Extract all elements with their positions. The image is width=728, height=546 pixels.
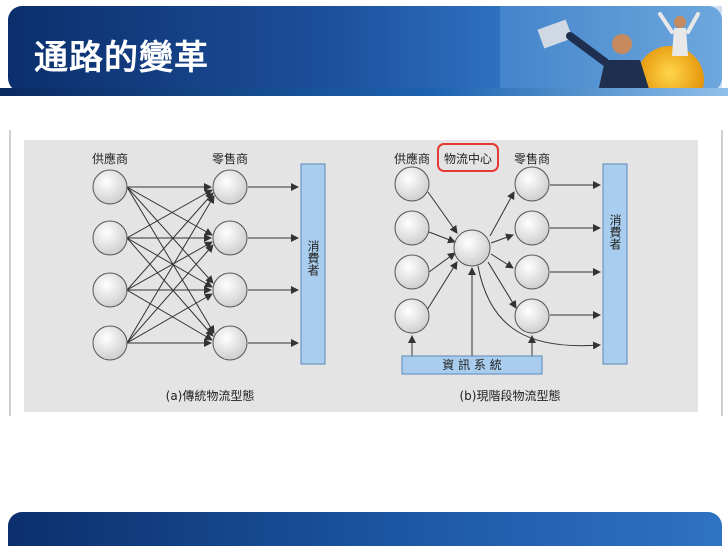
a-supplier-label: 供應商 (92, 151, 128, 166)
b-center-node (453, 229, 491, 267)
b-info-system-bar (401, 355, 543, 375)
a-links (126, 183, 215, 347)
b-retailer-node (514, 254, 550, 290)
b-supplier-node (394, 166, 430, 202)
person-body (598, 60, 650, 92)
a-supplier-node (92, 325, 128, 361)
b-info-links (408, 267, 536, 356)
footer-bar (8, 512, 722, 546)
b-supplier-node (394, 210, 430, 246)
businessman-photo (500, 6, 722, 92)
a-caption: (a)傳統物流型態 (166, 388, 255, 403)
b-retailer-label: 零售商 (514, 151, 550, 166)
a-retailer-nodes (212, 169, 248, 361)
slide-title: 通路的變革 (34, 38, 209, 78)
b-retailer-nodes (514, 166, 550, 334)
b-supplier-label: 供應商 (394, 151, 430, 166)
b-info-system-label: 資 訊 系 統 (442, 357, 501, 372)
b-supplier-node (394, 298, 430, 334)
b-consumer-label: 消費者 (608, 214, 622, 251)
a-supplier-node (92, 272, 128, 308)
laptop-icon (537, 19, 573, 49)
b-retailer-node (514, 166, 550, 202)
a-retailer-node (212, 325, 248, 361)
a-supplier-nodes (92, 169, 128, 361)
diagram-a: 供應商 零售商 (92, 151, 326, 403)
a-supplier-node (92, 220, 128, 256)
a-supplier-node (92, 169, 128, 205)
small-person (672, 28, 688, 56)
banner-stripe (0, 88, 728, 96)
a-retailer-node (212, 220, 248, 256)
b-retailer-node (514, 298, 550, 334)
a-retailer-node (212, 169, 248, 205)
a-retailer-label: 零售商 (212, 151, 248, 166)
b-consumer-bar (602, 163, 628, 365)
a-consumer-label: 消費者 (306, 240, 320, 277)
b-center-links (477, 191, 601, 350)
globe-icon (636, 46, 704, 92)
a-consumer-links (248, 183, 299, 347)
person-head (612, 34, 632, 54)
a-consumer-bar (300, 163, 326, 365)
b-supplier-nodes (394, 166, 430, 334)
b-center-highlight (437, 143, 499, 172)
figure-frame (9, 130, 723, 416)
diagram-b: 供應商 物流中心 零售商 (394, 143, 628, 403)
b-retailer-node (514, 210, 550, 246)
b-supplier-node (394, 254, 430, 290)
b-supplier-links (426, 191, 458, 311)
b-consumer-links (550, 181, 601, 319)
b-center-label: 物流中心 (444, 151, 492, 166)
b-caption: (b)現階段物流型態 (460, 388, 561, 403)
title-banner: 通路的變革 (0, 0, 728, 96)
a-retailer-node (212, 272, 248, 308)
